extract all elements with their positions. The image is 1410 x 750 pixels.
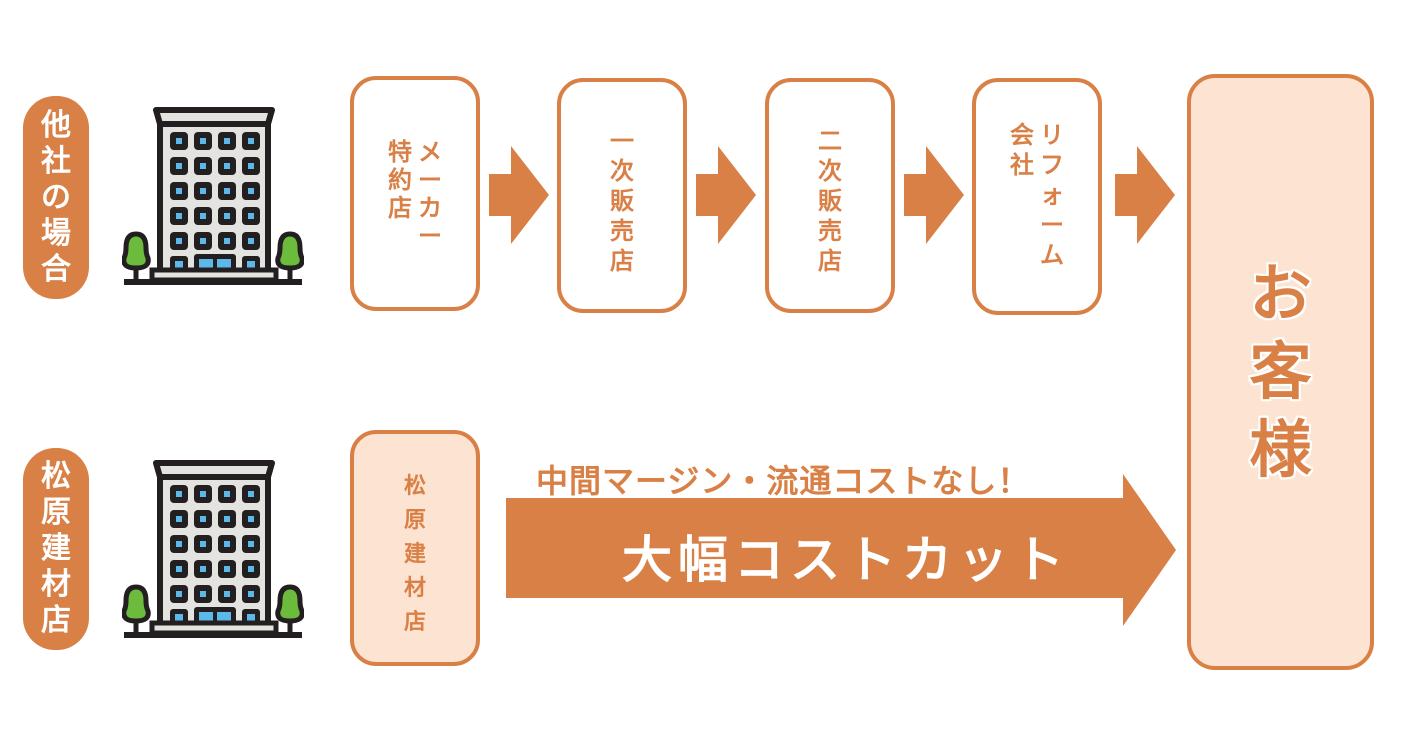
customer-box: お 客 様 <box>1187 74 1374 670</box>
text-char: ー <box>418 222 442 250</box>
text-char: 特 <box>388 138 412 166</box>
label-char: 材 <box>41 567 71 602</box>
cost-cut-headline: 大幅コストカット <box>622 531 1070 589</box>
text-char: 店 <box>388 194 412 222</box>
row-label-others: 他 社 の 場 合 <box>23 96 89 299</box>
text-column: メ ー カ ー <box>418 138 442 250</box>
text-char: 会 <box>1010 121 1034 149</box>
text-char: 次 <box>610 157 634 185</box>
text-char: 店 <box>403 610 426 635</box>
arrow-right-icon <box>1115 146 1175 244</box>
text-char: ム <box>1040 241 1064 269</box>
text-char: 売 <box>610 217 634 245</box>
text-char: 一 <box>610 127 634 155</box>
text-char: メ <box>418 138 442 166</box>
text-char: 約 <box>388 166 412 194</box>
text-char: 建 <box>403 542 426 567</box>
label-char: 社 <box>41 143 71 179</box>
store-box-matsubara: 松 原 建 材 店 <box>350 430 480 666</box>
office-building-icon <box>122 457 304 641</box>
text-char: 店 <box>610 247 634 275</box>
text-char: お <box>1249 257 1312 330</box>
arrow-right-icon <box>904 146 964 244</box>
chain-box-reform-company: リ フ ォ ー ム 会 社 <box>972 78 1102 315</box>
text-char: フ <box>1040 151 1064 179</box>
chain-box-maker-dealer: メ ー カ ー 特 約 店 <box>350 76 480 311</box>
text-char: 販 <box>818 187 842 215</box>
label-char: 場 <box>41 215 71 251</box>
chain-box-secondary-dealer: 二 次 販 売 店 <box>765 78 895 313</box>
label-char: 建 <box>41 531 71 566</box>
text-char: 原 <box>403 508 426 533</box>
no-margin-subtitle: 中間マージン・流通コストなし！ <box>536 462 1031 500</box>
text-char: リ <box>1040 121 1064 149</box>
text-char: 松 <box>403 474 426 499</box>
label-char: 店 <box>41 603 71 638</box>
text-char: ー <box>418 166 442 194</box>
text-char: 材 <box>403 576 426 601</box>
label-char: 松 <box>41 459 71 494</box>
row-label-ours: 松 原 建 材 店 <box>23 448 89 650</box>
text-char: カ <box>418 194 442 222</box>
big-arrow-right-icon <box>506 474 1176 626</box>
text-column: 特 約 店 <box>388 138 412 250</box>
text-char: 次 <box>818 157 842 185</box>
label-char: 原 <box>41 495 71 530</box>
text-char: 社 <box>1010 151 1034 179</box>
text-char: ォ <box>1040 181 1064 209</box>
arrow-right-icon <box>696 146 756 244</box>
chain-box-primary-dealer: 一 次 販 売 店 <box>557 78 687 313</box>
label-char: 他 <box>41 107 71 143</box>
label-char: 合 <box>41 251 71 287</box>
text-char: 様 <box>1249 413 1312 486</box>
text-char: ー <box>1040 211 1064 239</box>
text-char: 客 <box>1249 335 1312 408</box>
text-char: 販 <box>610 187 634 215</box>
text-char: 二 <box>818 127 842 155</box>
text-char: 売 <box>818 217 842 245</box>
office-building-icon <box>122 104 304 288</box>
text-char: 店 <box>818 247 842 275</box>
label-char: の <box>41 179 71 215</box>
arrow-right-icon <box>489 146 549 244</box>
